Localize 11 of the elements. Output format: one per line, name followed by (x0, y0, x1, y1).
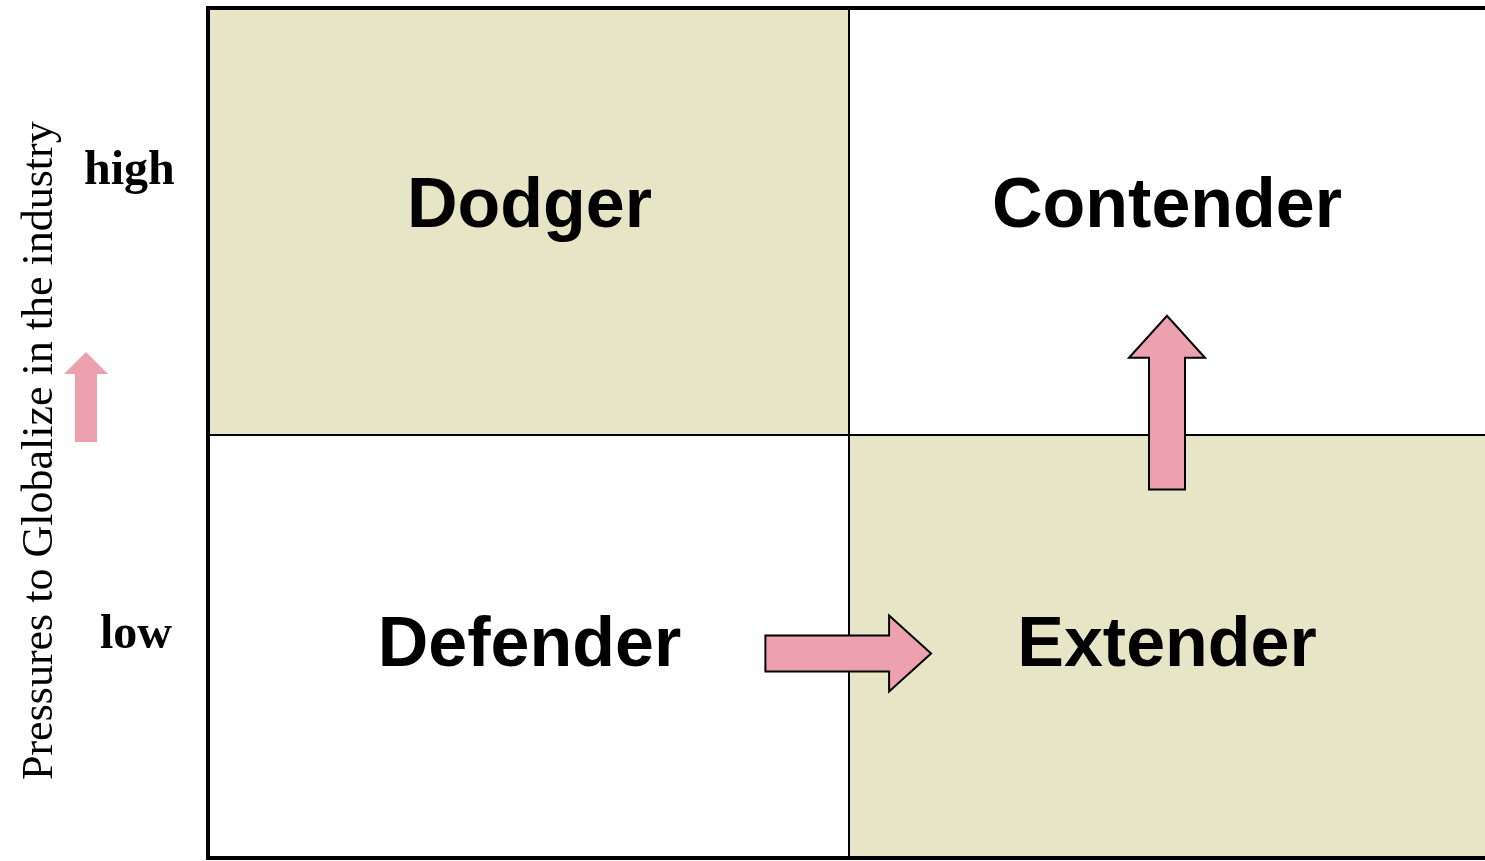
axis-tick-label: high (84, 140, 175, 195)
quadrant-title: Extender (1017, 601, 1317, 682)
quadrant-title: Contender (992, 162, 1342, 243)
block-arrow (1126, 314, 1208, 491)
quadrant-cell (849, 435, 1485, 858)
quadrant-title: Dodger (407, 162, 652, 243)
block-arrow (764, 613, 933, 694)
quadrant-title: Defender (377, 601, 682, 682)
axis-title: Pressures to Globalize in the industry (12, 120, 63, 780)
axis-tick-label: low (100, 604, 172, 659)
quadrant-cell (210, 10, 849, 435)
